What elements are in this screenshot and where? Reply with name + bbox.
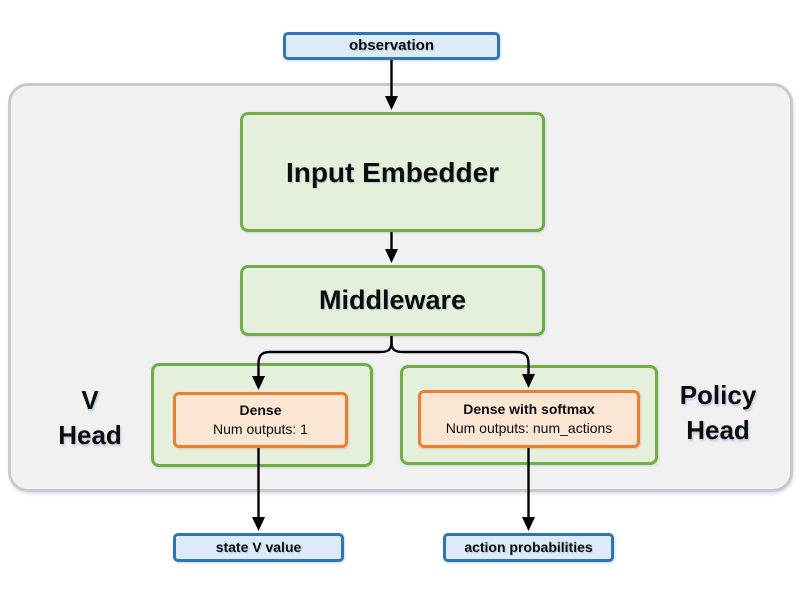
policy-head-label: Policy Head <box>652 378 784 448</box>
node-observation-label: observation <box>348 36 435 54</box>
node-state-v-value: state V value <box>173 533 344 562</box>
node-action-probabilities-label: action probabilities <box>464 538 593 555</box>
node-action-probabilities: action probabilities <box>443 533 614 562</box>
policy-head-dense-subtitle: Num outputs: num_actions <box>445 420 613 436</box>
policy-head-dense-title: Dense with softmax <box>463 401 595 418</box>
node-input-embedder-label: Input Embedder <box>285 156 500 188</box>
node-policy-head-dense: Dense with softmax Num outputs: num_acti… <box>418 390 640 448</box>
v-head-label: V Head <box>35 383 145 453</box>
node-middleware: Middleware <box>240 265 545 336</box>
node-observation: observation <box>283 32 500 60</box>
node-state-v-value-label: state V value <box>215 538 302 555</box>
v-head-dense-title: Dense <box>239 402 282 419</box>
policy-head-label-line1: Policy <box>679 380 757 410</box>
policy-head-label-line2: Head <box>686 415 750 446</box>
node-middleware-label: Middleware <box>318 284 467 315</box>
v-head-dense-subtitle: Num outputs: 1 <box>213 421 308 437</box>
node-v-head-dense: Dense Num outputs: 1 <box>173 392 348 448</box>
v-head-label-line2: Head <box>58 420 122 451</box>
v-head-label-line1: V <box>81 385 99 415</box>
node-input-embedder: Input Embedder <box>240 112 545 232</box>
